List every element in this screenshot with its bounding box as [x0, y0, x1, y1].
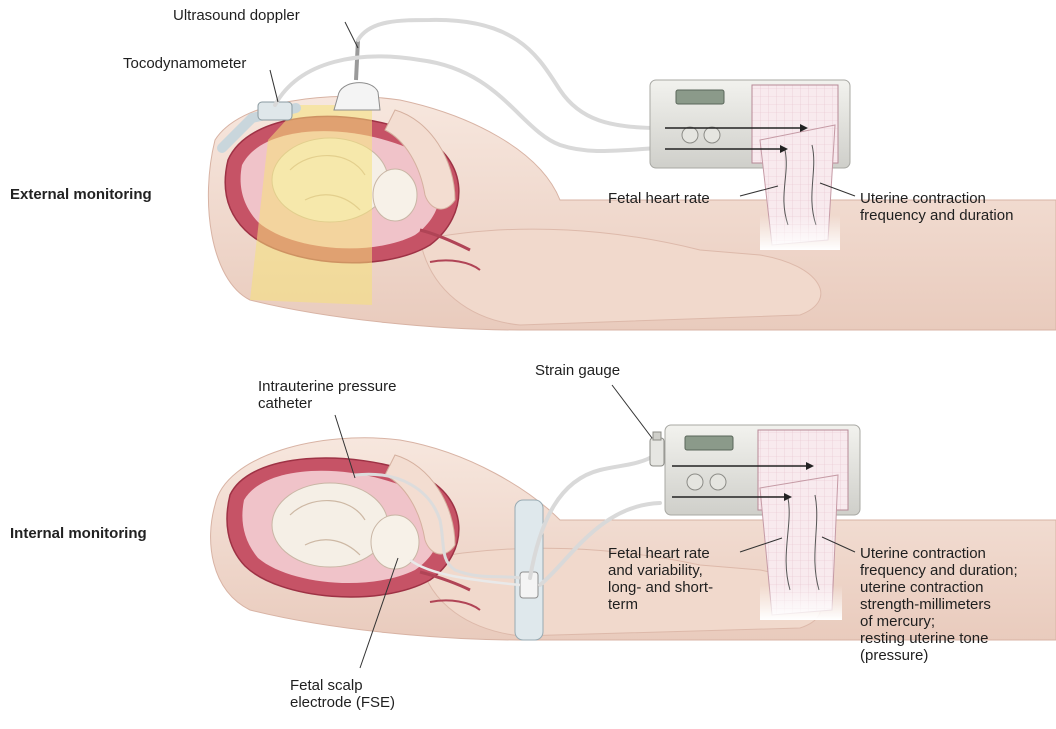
label-intrauterine-pressure-catheter: Intrauterine pressure catheter	[258, 378, 396, 412]
internal-patient	[210, 437, 1056, 641]
label-line: Uterine contraction	[860, 545, 986, 562]
label-line: of mercury;	[860, 613, 936, 630]
label-line: Uterine contraction	[860, 190, 986, 207]
label-line: Fetal scalp	[290, 677, 363, 694]
external-monitoring-title: External monitoring	[10, 186, 152, 203]
label-line: frequency and duration	[860, 207, 1014, 224]
label-line: frequency and duration;	[860, 562, 1018, 579]
internal-monitoring-title: Internal monitoring	[10, 525, 147, 542]
label-fetal-heart-rate-internal: Fetal heart rate and variability, long- …	[608, 545, 713, 613]
label-fetal-heart-rate-external: Fetal heart rate	[608, 190, 710, 207]
label-line: long- and short-	[608, 579, 714, 596]
label-line: Intrauterine pressure	[258, 378, 397, 395]
external-cables	[273, 17, 662, 154]
internal-monitor	[664, 424, 861, 620]
label-line: Fetal heart rate	[608, 545, 710, 562]
external-leader-lines	[269, 21, 856, 197]
label-line: resting uterine tone	[860, 630, 989, 647]
label-line: catheter	[258, 395, 313, 412]
external-monitor	[649, 79, 851, 250]
label-line: term	[608, 596, 638, 613]
external-patient	[207, 39, 1056, 331]
label-tocodynamometer: Tocodynamometer	[123, 55, 247, 72]
label-uterine-contraction-external: Uterine contraction frequency and durati…	[860, 190, 1013, 224]
label-line: strength-millimeters	[860, 596, 991, 613]
label-strain-gauge: Strain gauge	[535, 362, 621, 379]
label-uterine-contraction-internal: Uterine contraction frequency and durati…	[860, 545, 1018, 664]
label-line: electrode (FSE)	[290, 694, 396, 711]
internal-cables	[528, 453, 662, 587]
label-line: and variability,	[608, 562, 703, 579]
strain-gauge-device	[649, 431, 665, 467]
label-line: (pressure)	[860, 647, 929, 664]
label-ultrasound-doppler: Ultrasound doppler	[173, 7, 300, 24]
label-line: uterine contraction	[860, 579, 984, 596]
internal-leader-lines	[334, 384, 856, 669]
label-fetal-scalp-electrode: Fetal scalp electrode (FSE)	[290, 677, 395, 711]
